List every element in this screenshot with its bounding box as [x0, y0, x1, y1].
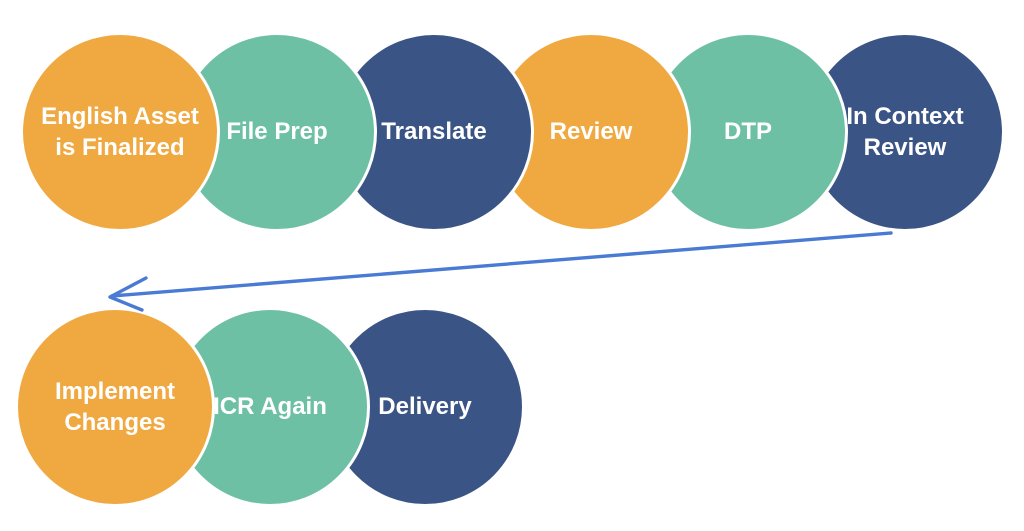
step-label-english-asset-finalized: English Asset is Finalized	[41, 102, 199, 161]
step-label-dtp: DTP	[724, 118, 772, 146]
step-label-implement-changes: Implement Changes	[54, 377, 176, 436]
step-label-file-prep: File Prep	[226, 118, 328, 146]
step-label-in-context-review: In Context Review	[846, 102, 964, 161]
step-circle-implement-changes: Implement Changes	[15, 307, 215, 507]
step-circle-translate: Translate	[334, 32, 534, 232]
step-label-icr-again: ICR Again	[213, 393, 327, 421]
step-label-review: Review	[549, 118, 633, 146]
step-label-translate: Translate	[381, 118, 487, 146]
step-label-delivery: Delivery	[378, 393, 472, 421]
step-circle-delivery: Delivery	[325, 307, 525, 507]
loop-back-arrowhead-icon	[108, 276, 148, 312]
step-circle-english-asset-finalized: English Asset is Finalized	[20, 32, 220, 232]
loop-back-arrow-shaft	[110, 231, 893, 298]
